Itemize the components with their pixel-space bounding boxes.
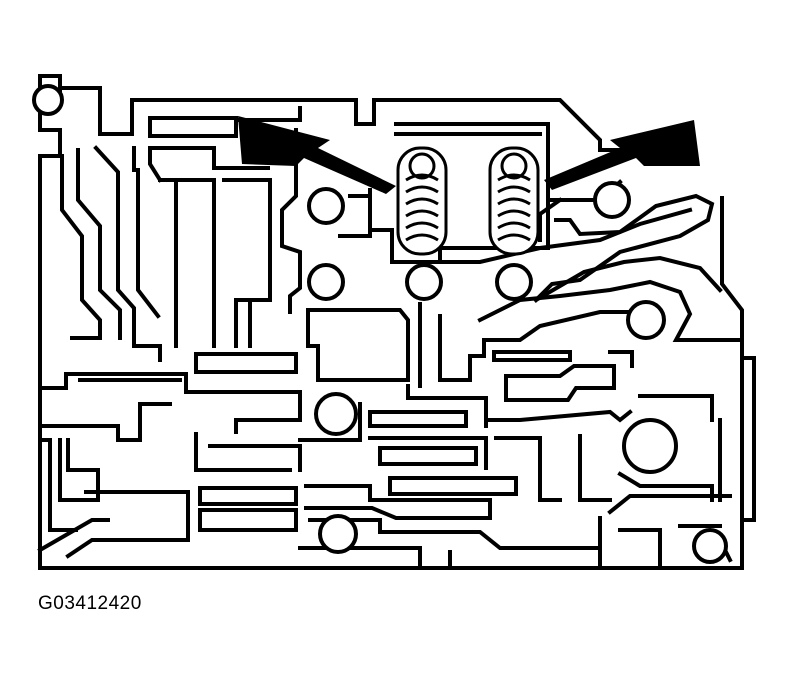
lower-left-passages — [37, 352, 302, 570]
left-passages — [60, 106, 302, 362]
bore-hole — [307, 187, 345, 225]
right-arrow — [544, 120, 700, 190]
spring-left — [396, 146, 448, 256]
lower-middle-passages — [194, 394, 732, 515]
bore-hole — [593, 181, 631, 219]
valve-body-outline — [38, 74, 756, 570]
left-arrow — [238, 116, 396, 194]
figure-id-label: G03412420 — [38, 593, 142, 614]
bore-hole — [495, 263, 533, 301]
bore-hole — [692, 528, 728, 564]
bore-hole — [622, 418, 678, 474]
bore-hole — [32, 84, 64, 116]
bore-hole — [318, 514, 358, 554]
bore-hole — [626, 300, 666, 340]
spring-right — [488, 146, 540, 256]
bore-hole — [307, 263, 345, 301]
bore-hole — [314, 392, 358, 436]
bore-holes — [32, 84, 728, 564]
middle-passages — [306, 302, 642, 428]
bottom-passages — [198, 484, 742, 570]
bore-hole — [405, 263, 443, 301]
